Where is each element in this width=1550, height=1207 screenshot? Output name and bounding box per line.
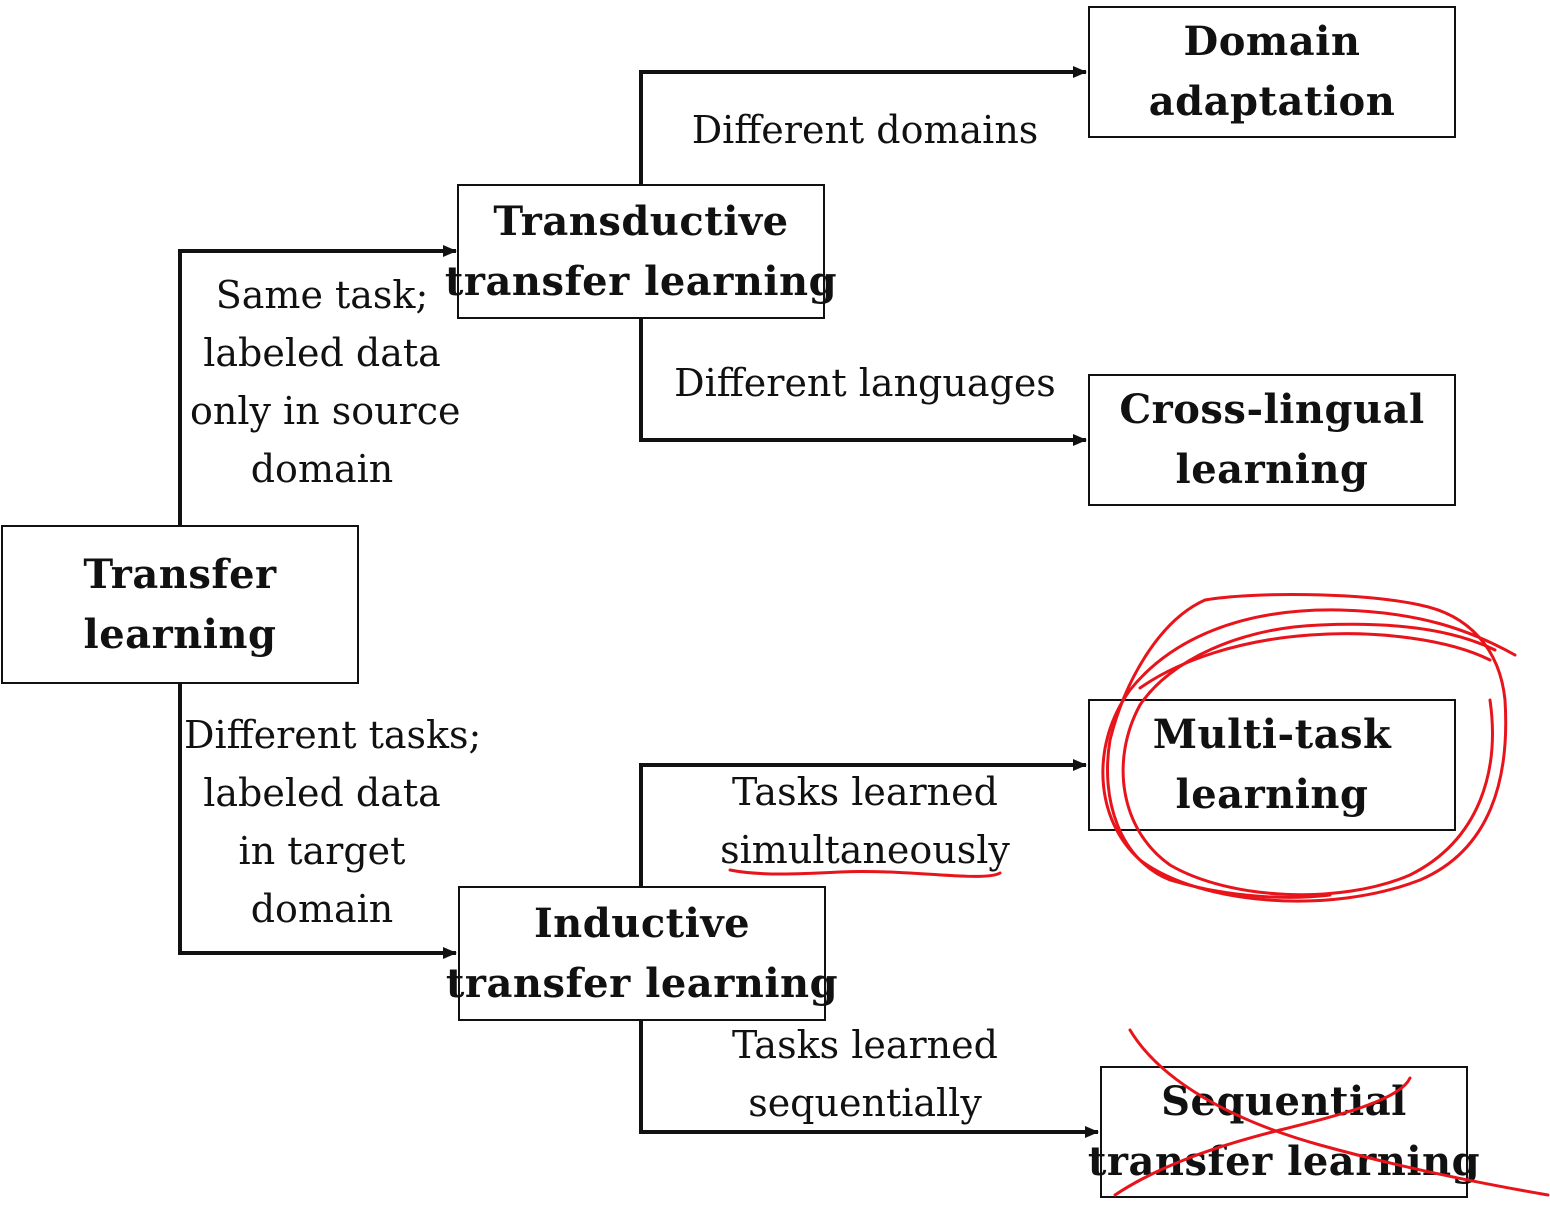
node-sequential-transfer-learning: Sequential transfer learning (1088, 1066, 1480, 1198)
edge-label-same-task-line1: Same task; (215, 273, 429, 317)
edge-label-different-domains-line1: Different domains (691, 108, 1039, 152)
node-transductive-line2: transfer learning (444, 257, 838, 305)
edge-label-different-tasks: Different tasks; labeled data in target … (184, 706, 482, 938)
edge-label-different-tasks-line3: in target (238, 829, 406, 873)
node-domain-adaptation-line2: adaptation (1148, 78, 1396, 125)
edge-label-same-task: Same task; labeled data only in source d… (190, 266, 461, 498)
node-inductive-line1: Inductive (533, 899, 751, 947)
node-sequential-line2: transfer learning (1087, 1138, 1481, 1185)
node-multi-task-line1: Multi-task (1152, 711, 1392, 758)
node-cross-lingual-learning: Cross-lingual learning (1088, 374, 1456, 506)
edge-label-different-languages: Different languages (660, 354, 1070, 412)
edge-label-simultaneously-line1: Tasks learned (732, 770, 998, 814)
node-cross-lingual-line1: Cross-lingual (1119, 386, 1425, 433)
edge-label-sequentially-line1: Tasks learned (732, 1023, 998, 1067)
edge-label-different-domains: Different domains (670, 101, 1060, 159)
node-transfer-learning: Transfer learning (1, 525, 359, 684)
edge-label-simultaneously: Tasks learned simultaneously (700, 763, 1030, 879)
edge-label-sequentially-line2: sequentially (748, 1081, 982, 1125)
node-domain-adaptation-line1: Domain (1183, 18, 1361, 65)
node-inductive-line2: transfer learning (445, 959, 839, 1007)
edge-label-different-tasks-line4: domain (250, 887, 394, 931)
node-transfer-learning-line1: Transfer (83, 550, 277, 598)
node-transductive-line1: Transductive (493, 197, 789, 245)
node-multi-task-line2: learning (1175, 771, 1369, 818)
node-cross-lingual-line2: learning (1175, 446, 1369, 493)
edge-label-simultaneously-line2: simultaneously (720, 828, 1010, 872)
edge-label-different-languages-line1: Different languages (674, 361, 1056, 405)
edge-label-sequentially: Tasks learned sequentially (700, 1016, 1030, 1132)
edge-label-same-task-line3: only in source (190, 389, 461, 433)
node-sequential-line1: Sequential (1161, 1078, 1407, 1125)
edge-label-same-task-line2: labeled data (203, 331, 441, 375)
edge-label-different-tasks-line1: Different tasks; (184, 713, 482, 757)
node-domain-adaptation: Domain adaptation (1088, 6, 1456, 138)
edge-label-different-tasks-line2: labeled data (203, 771, 441, 815)
node-transductive-transfer-learning: Transductive transfer learning (445, 184, 837, 319)
node-inductive-transfer-learning: Inductive transfer learning (446, 886, 838, 1021)
node-multi-task-learning: Multi-task learning (1088, 699, 1456, 831)
node-transfer-learning-line2: learning (83, 610, 277, 658)
edge-label-same-task-line4: domain (250, 447, 394, 491)
